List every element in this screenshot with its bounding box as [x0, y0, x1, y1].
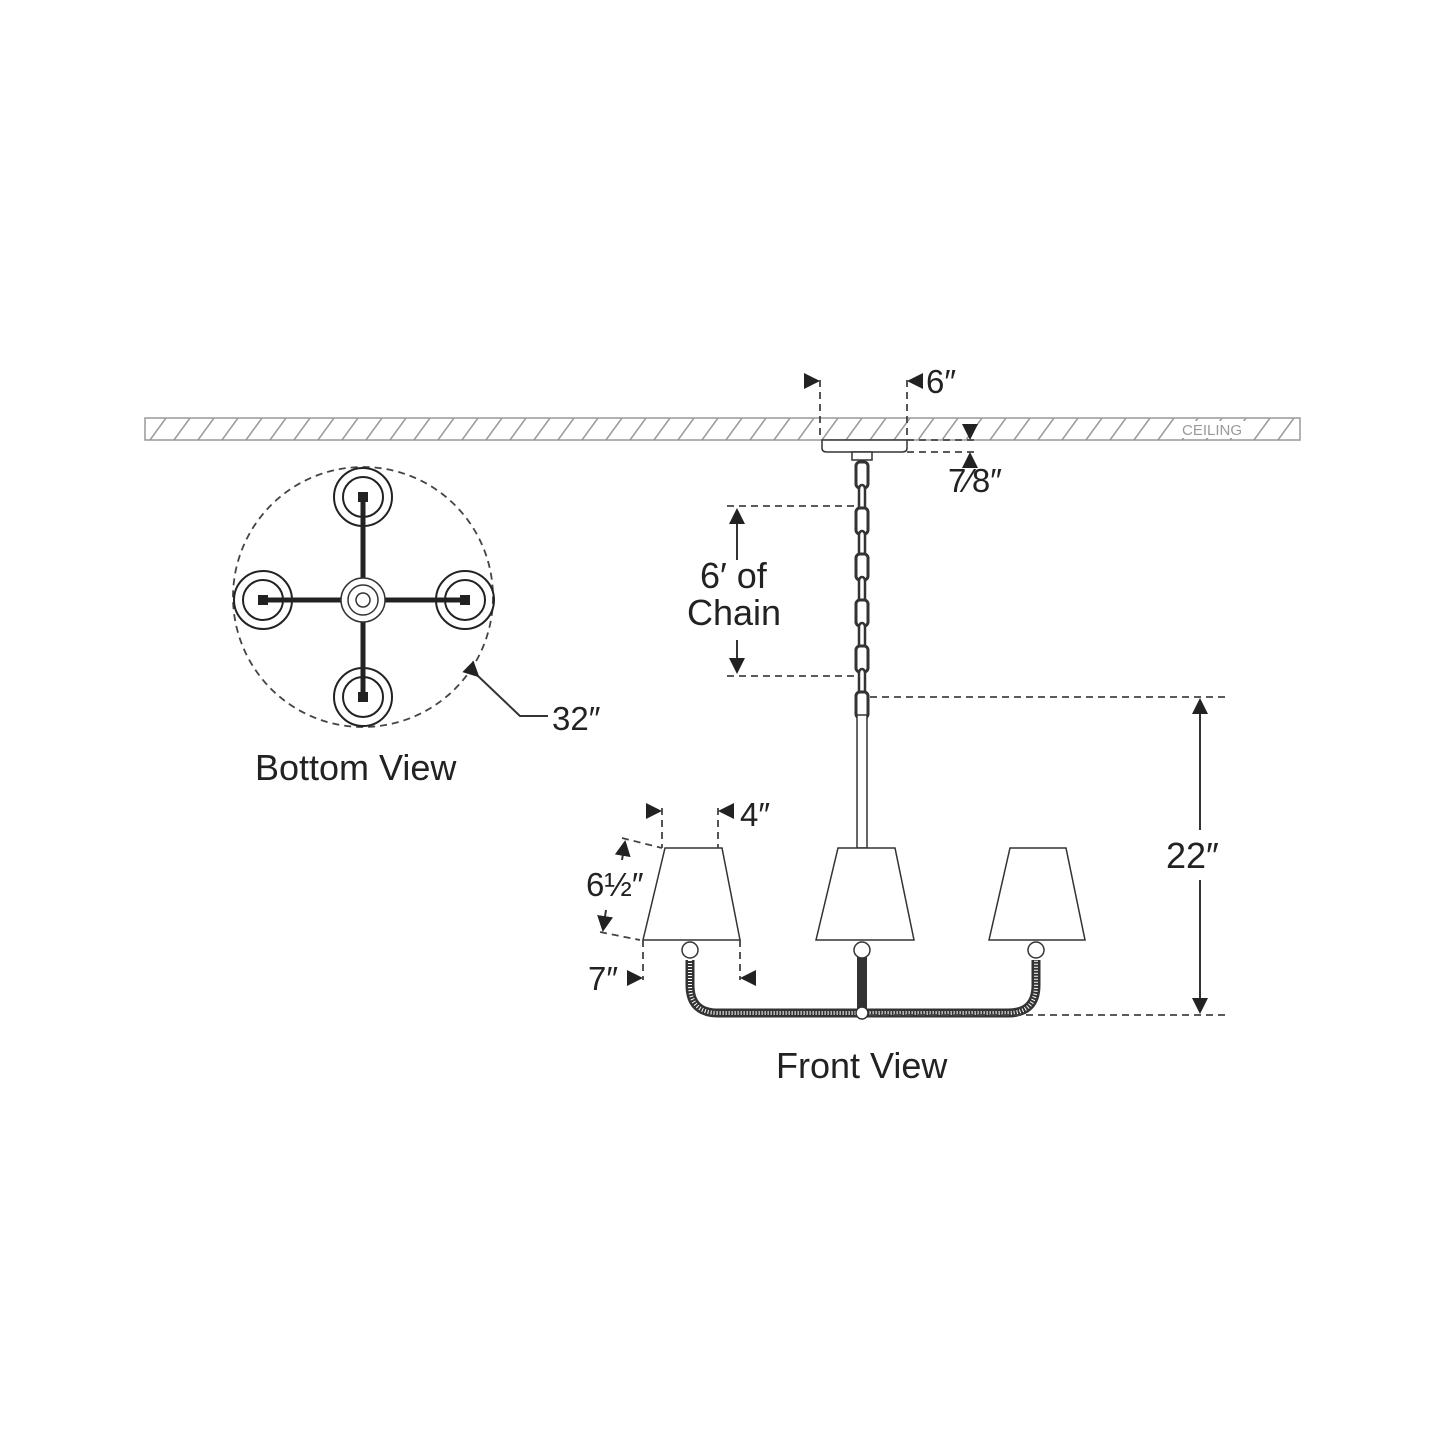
chain-length-dimension: 6′ of Chain [687, 505, 860, 677]
ceiling: CEILING [144, 417, 1301, 441]
chain-length-label-line2: Chain [687, 592, 781, 633]
canopy-width-label: 6″ [926, 363, 956, 400]
fixture-height-dimension: 22″ [870, 696, 1225, 1016]
shade-bottom-dimension: 7″ [588, 940, 756, 997]
bottom-view-drawing [232, 466, 495, 728]
center-rod [856, 714, 868, 849]
fixture-height-label: 22″ [1166, 835, 1219, 876]
diameter-label: 32″ [552, 700, 601, 737]
chain-link [854, 690, 870, 720]
canopy-height-label: 7⁄8″ [948, 462, 1002, 499]
arms [681, 941, 1045, 1020]
ceiling-label: CEILING [1182, 422, 1242, 439]
shade-right [988, 847, 1086, 941]
shade-height-dimension: 6½″ [586, 837, 663, 941]
canopy-height-dimension: 7⁄8″ [907, 424, 1002, 499]
shade-top-label: 4″ [740, 796, 770, 833]
socket-cup [333, 667, 393, 727]
socket-cup [435, 570, 495, 630]
canopy [821, 439, 908, 461]
shade-center [815, 847, 915, 941]
shade-height-label: 6½″ [586, 866, 644, 903]
chain-length-label-line1: 6′ of [700, 555, 768, 596]
chain [854, 460, 870, 720]
shade-top-dimension: 4″ [646, 796, 770, 848]
shade-bottom-label: 7″ [588, 960, 618, 997]
socket-cup [233, 570, 293, 630]
bottom-view-label: Bottom View [255, 747, 457, 788]
canopy-width-dimension: 6″ [804, 363, 956, 440]
socket-cup [333, 467, 393, 527]
front-view-label: Front View [776, 1045, 948, 1086]
diameter-dimension: 32″ [462, 660, 601, 737]
shade-left [642, 847, 741, 941]
